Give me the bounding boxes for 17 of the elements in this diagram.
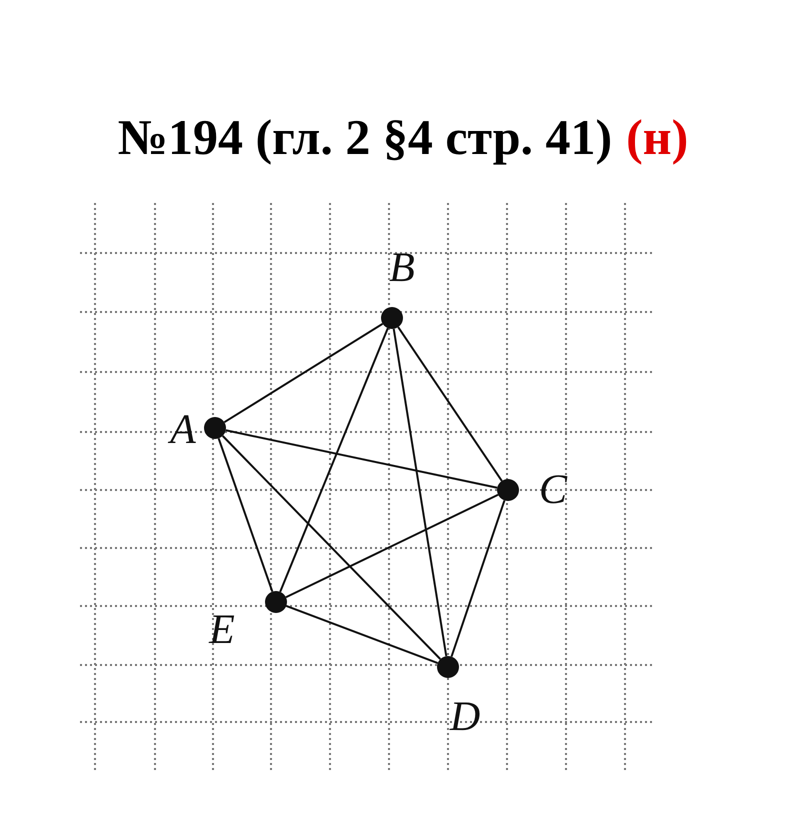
point-label: B	[389, 247, 415, 289]
point-label: D	[450, 696, 480, 738]
line-segment	[450, 500, 506, 657]
title: №194 (гл. 2 §4 стр. 41)	[118, 108, 612, 166]
line-segment	[279, 328, 389, 592]
problem-mark: (н)	[626, 108, 688, 166]
line-segment	[392, 328, 448, 656]
line-segment	[286, 604, 438, 664]
line-segment	[222, 435, 442, 660]
point-label: A	[170, 409, 196, 451]
line-segment	[224, 322, 384, 424]
line-segment	[226, 429, 498, 489]
point-label: E	[209, 609, 235, 651]
line-segment	[285, 494, 499, 598]
point-label: C	[539, 469, 567, 511]
line-segment	[397, 326, 503, 482]
line-segment	[218, 438, 274, 592]
